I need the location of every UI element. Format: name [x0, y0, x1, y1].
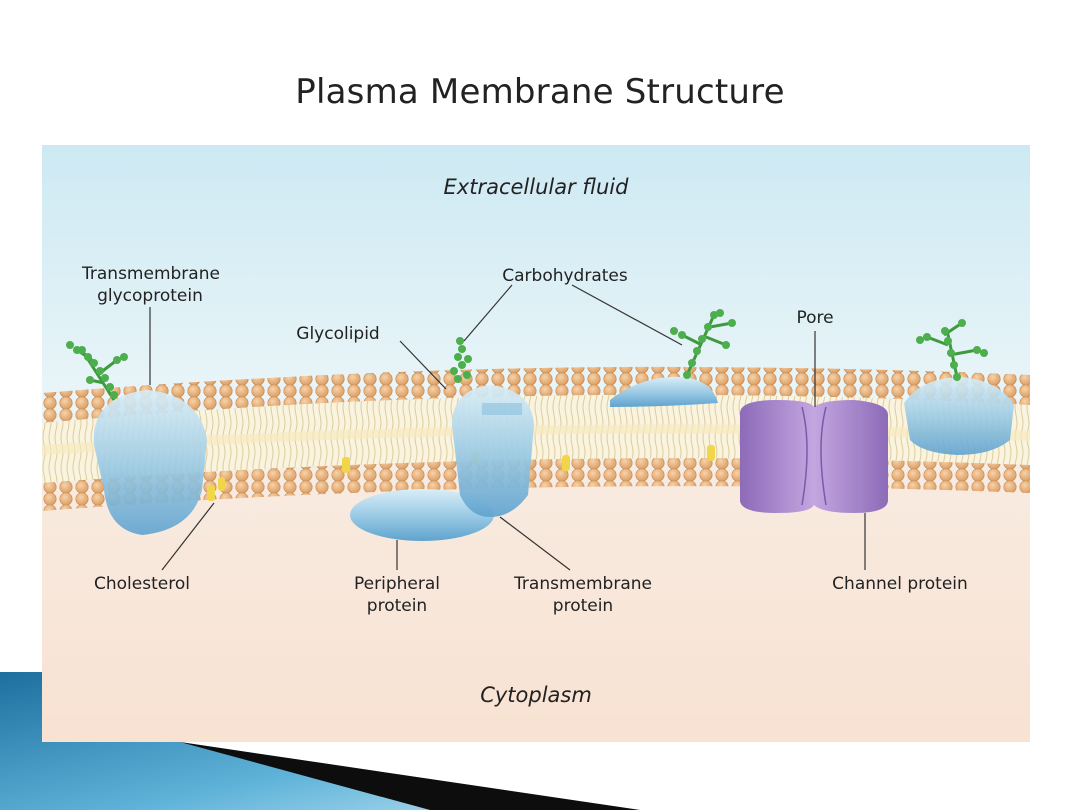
transmembrane-glycoprotein-line2: glycoprotein: [97, 286, 203, 306]
slide-title: Plasma Membrane Structure: [295, 72, 785, 112]
leader-lines: [149, 284, 866, 571]
transmembrane-protein-line1: Transmembrane: [514, 574, 652, 594]
cytoplasm-label: Cytoplasm: [480, 683, 592, 707]
peripheral-protein-line2: protein: [366, 596, 428, 616]
transmembrane-protein-line2: protein: [552, 596, 614, 616]
glycolipid-carbohydrate: [450, 337, 472, 383]
membrane-illustration: [42, 145, 1030, 742]
transmembrane-glycoprotein-label: Transmembrane glycoprotein: [82, 263, 220, 307]
transmembrane-glycoprotein-line1: Transmembrane: [82, 264, 220, 284]
peripheral-protein-line1: Peripheral: [354, 574, 440, 594]
channel-protein-label: Channel protein: [832, 574, 968, 594]
transmembrane-protein: [452, 385, 534, 517]
transmembrane-protein-label: Transmembrane protein: [498, 573, 668, 617]
peripheral-protein-label: Peripheral protein: [322, 573, 472, 617]
glycolipid-label: Glycolipid: [296, 324, 380, 344]
transmembrane-glycoprotein: [66, 341, 207, 535]
extracellular-fluid-label: Extracellular fluid: [443, 175, 629, 199]
surface-glycoprotein: [610, 309, 736, 407]
membrane-diagram: Extracellular fluid Cytoplasm Transmembr…: [42, 145, 1030, 742]
peripheral-protein: [350, 489, 494, 541]
pore-label: Pore: [796, 308, 834, 328]
channel-protein: [740, 400, 888, 513]
right-glycoprotein: [904, 319, 1014, 455]
carbohydrates-label: Carbohydrates: [502, 266, 628, 286]
cholesterol-label: Cholesterol: [94, 574, 190, 594]
